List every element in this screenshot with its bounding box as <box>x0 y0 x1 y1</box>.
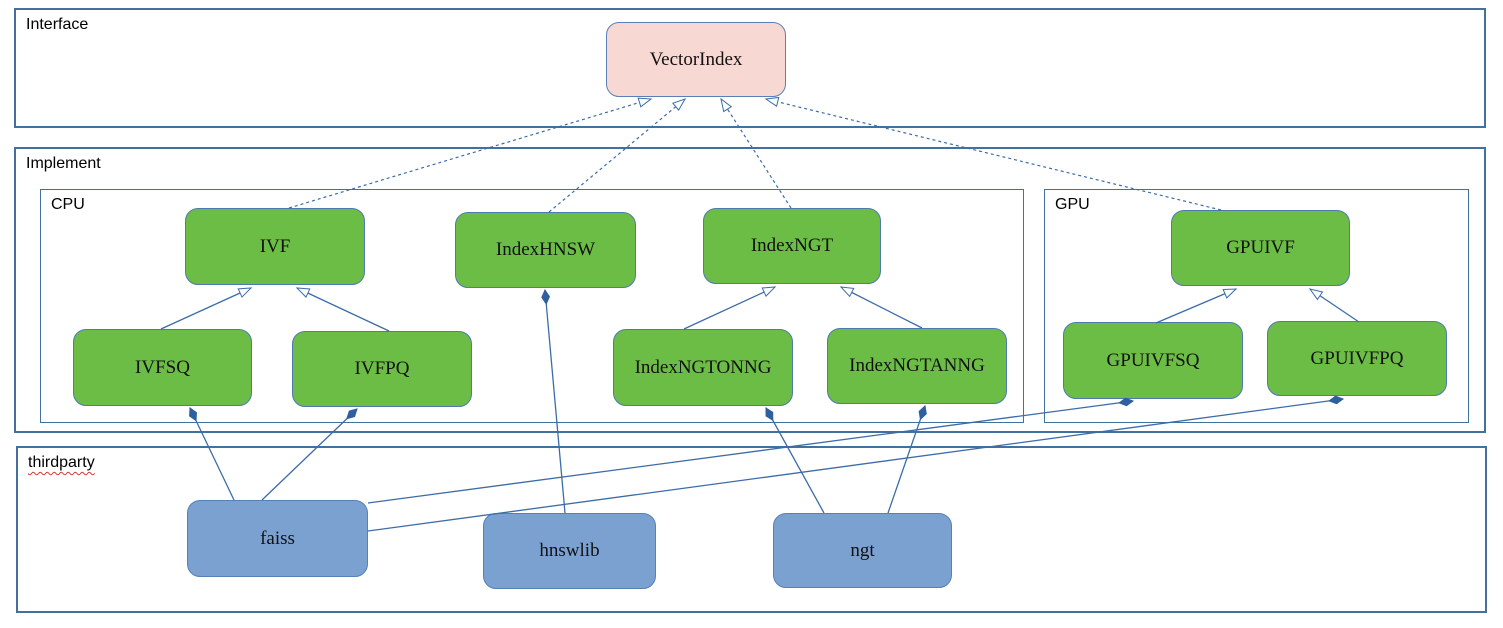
node-faiss[interactable]: faiss <box>187 500 368 577</box>
container-implement-label: Implement <box>26 155 101 172</box>
node-ngt-label: ngt <box>850 539 875 561</box>
container-interface-label: Interface <box>26 16 89 33</box>
node-faiss-label: faiss <box>260 527 295 549</box>
container-gpu-label: GPU <box>1055 196 1090 213</box>
node-indexngtanng-label: IndexNGTANNG <box>849 355 985 376</box>
node-indexngtonng[interactable]: IndexNGTONNG <box>613 329 793 406</box>
node-hnswlib-label: hnswlib <box>539 540 600 561</box>
node-gpuivf-label: GPUIVF <box>1226 237 1295 258</box>
node-ivfpq-label: IVFPQ <box>354 358 410 379</box>
node-ivfpq[interactable]: IVFPQ <box>292 331 472 407</box>
container-thirdparty-label: thirdparty <box>28 454 95 471</box>
node-ngt[interactable]: ngt <box>773 513 952 588</box>
node-gpuivfpq-label: GPUIVFPQ <box>1310 347 1404 369</box>
node-vectorindex-label: VectorIndex <box>649 48 743 70</box>
container-cpu-label: CPU <box>51 196 85 213</box>
node-indexhnsw-label: IndexHNSW <box>495 239 596 260</box>
node-gpuivfsq-label: GPUIVFSQ <box>1106 349 1200 371</box>
node-ivf[interactable]: IVF <box>185 208 365 285</box>
node-gpuivfpq[interactable]: GPUIVFPQ <box>1267 321 1447 396</box>
node-indexngt-label: IndexNGT <box>750 235 834 256</box>
node-indexngtanng[interactable]: IndexNGTANNG <box>827 328 1007 404</box>
node-gpuivfsq[interactable]: GPUIVFSQ <box>1063 322 1243 399</box>
node-vectorindex[interactable]: VectorIndex <box>606 22 786 97</box>
node-ivfsq[interactable]: IVFSQ <box>73 329 252 406</box>
node-indexhnsw[interactable]: IndexHNSW <box>455 212 636 288</box>
node-indexngtonng-label: IndexNGTONNG <box>634 356 772 378</box>
node-gpuivf[interactable]: GPUIVF <box>1171 210 1350 286</box>
node-ivfsq-label: IVFSQ <box>135 356 190 378</box>
node-hnswlib[interactable]: hnswlib <box>483 513 656 589</box>
node-ivf-label: IVF <box>259 235 291 257</box>
node-indexngt[interactable]: IndexNGT <box>703 208 881 284</box>
